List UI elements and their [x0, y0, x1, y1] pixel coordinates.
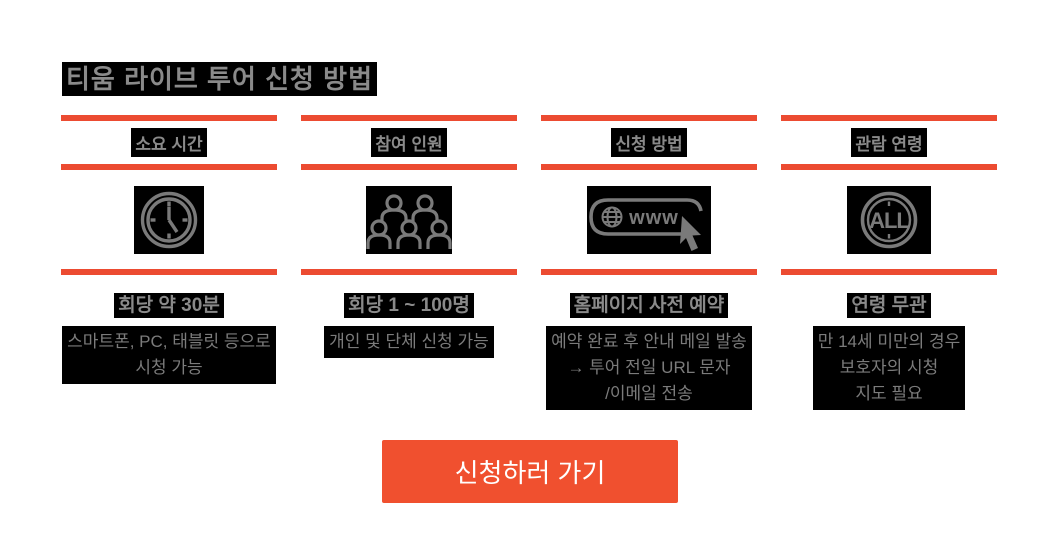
column-subtitle: 회당 1 ~ 100명 — [301, 290, 517, 318]
accent-bar — [781, 115, 997, 121]
accent-bar — [541, 164, 757, 170]
accent-bar — [301, 115, 517, 121]
column-description-box: 만 14세 미만의 경우 보호자의 시청 지도 필요 — [812, 326, 966, 410]
description-line: 개인 및 단체 신청 가능 — [329, 332, 489, 351]
column-viewing-age: 관람 연령 ALL 연령 무관 — [781, 115, 997, 410]
column-description: 스마트폰, PC, 태블릿 등으로 시청 가능 — [61, 326, 277, 384]
description-line: 스마트폰, PC, 태블릿 등으로 — [67, 332, 271, 351]
page-title-text: 티움 라이브 투어 신청 방법 — [62, 62, 378, 97]
description-line: 보호자의 시청 — [839, 358, 939, 377]
column-header: 신청 방법 — [541, 121, 757, 164]
description-line: 만 14세 미만의 경우 — [817, 332, 961, 351]
column-how-to-apply: 신청 방법 www — [541, 115, 757, 410]
column-subtitle: 연령 무관 — [781, 290, 997, 318]
column-description-box: 예약 완료 후 안내 메일 발송 → 투어 전일 URL 문자 /이메일 전송 — [546, 326, 752, 410]
description-line: 시청 가능 — [135, 358, 203, 377]
description-line: → 투어 전일 URL 문자 — [567, 358, 731, 377]
column-description-box: 개인 및 단체 신청 가능 — [324, 326, 494, 358]
description-line: 예약 완료 후 안내 메일 발송 — [551, 332, 747, 351]
www-label: www — [628, 207, 679, 229]
column-subtitle: 홈페이지 사전 예약 — [541, 290, 757, 318]
column-subtitle: 회당 약 30분 — [61, 290, 277, 318]
column-header: 참여 인원 — [301, 121, 517, 164]
column-header-text: 신청 방법 — [611, 128, 687, 157]
column-description-box: 스마트폰, PC, 태블릿 등으로 시청 가능 — [62, 326, 276, 384]
go-to-apply-button[interactable]: 신청하러 가기 — [382, 440, 678, 503]
accent-bar — [61, 269, 277, 275]
column-header: 관람 연령 — [781, 121, 997, 164]
description-line: /이메일 전송 — [605, 384, 693, 403]
column-subtitle-text: 연령 무관 — [847, 293, 931, 318]
description-line: 지도 필요 — [855, 384, 923, 403]
column-subtitle-text: 홈페이지 사전 예약 — [569, 293, 729, 318]
accent-bar — [301, 164, 517, 170]
column-header: 소요 시간 — [61, 121, 277, 164]
column-subtitle-text: 회당 1 ~ 100명 — [344, 293, 474, 318]
icon-row — [61, 170, 277, 269]
audience-people-icon — [366, 185, 452, 254]
column-participants: 참여 인원 — [301, 115, 517, 410]
icon-row — [301, 170, 517, 269]
info-columns: 소요 시간 — [61, 115, 997, 410]
icon-row: ALL — [781, 170, 997, 269]
column-subtitle-text: 회당 약 30분 — [114, 293, 224, 318]
column-description: 만 14세 미만의 경우 보호자의 시청 지도 필요 — [781, 326, 997, 410]
accent-bar — [61, 115, 277, 121]
accent-bar — [781, 269, 997, 275]
accent-bar — [781, 164, 997, 170]
column-description: 개인 및 단체 신청 가능 — [301, 326, 517, 358]
clock-icon — [134, 185, 204, 254]
column-description: 예약 완료 후 안내 메일 발송 → 투어 전일 URL 문자 /이메일 전송 — [541, 326, 757, 410]
column-header-text: 참여 인원 — [371, 128, 447, 157]
icon-row: www — [541, 170, 757, 269]
all-label: ALL — [869, 208, 909, 233]
accent-bar — [301, 269, 517, 275]
column-header-text: 소요 시간 — [131, 128, 207, 157]
page-title: 티움 라이브 투어 신청 방법 — [62, 59, 378, 97]
accent-bar — [541, 269, 757, 275]
www-address-cursor-icon: www — [587, 185, 711, 254]
accent-bar — [61, 164, 277, 170]
all-ages-badge-icon: ALL — [847, 185, 931, 254]
cursor-arrow — [680, 215, 701, 251]
column-duration: 소요 시간 — [61, 115, 277, 410]
column-header-text: 관람 연령 — [851, 128, 927, 157]
accent-bar — [541, 115, 757, 121]
